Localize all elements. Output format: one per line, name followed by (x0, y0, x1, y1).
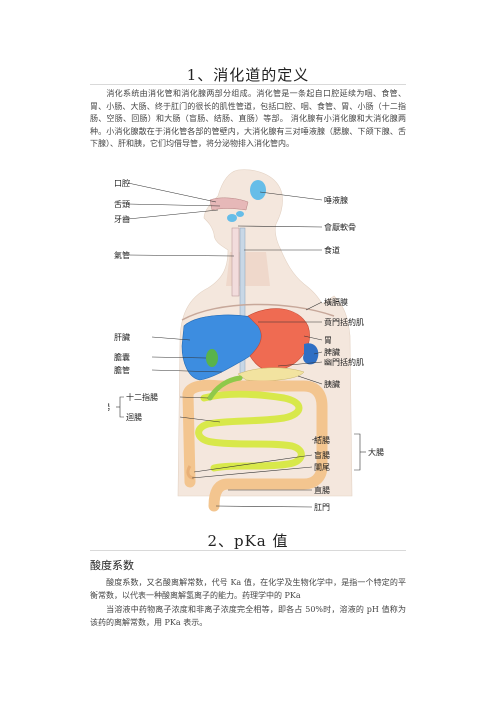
section2-subheading: 酸度系数 (90, 559, 134, 572)
label-duodenum: 十二指腸 (126, 392, 158, 402)
label-teeth: 牙齒 (114, 214, 130, 224)
label-appendix: 闌尾 (314, 463, 330, 472)
label-spleen: 脾臟 (324, 347, 340, 357)
section2-paragraph2-text: 当溶液中药物离子浓度和非离子浓度完全相等，即各占 50%时，溶液的 pH 值称为… (90, 605, 406, 627)
salivary-gland-submandibular (236, 211, 244, 217)
small-intestine (195, 390, 305, 472)
label-cardiac-sphincter: 賁門括約肌 (324, 317, 364, 327)
section2-divider (90, 550, 406, 551)
label-stomach: 胃 (324, 336, 332, 345)
label-gallbladder: 膽囊 (114, 352, 130, 362)
label-liver: 肝臟 (114, 332, 130, 342)
label-small-intestine: 小腸 (108, 403, 110, 412)
section1-paragraph: 消化系统由消化管和消化腺两部分组成。消化管是一条起自口腔延续为咽、食管、胃、小肠… (90, 88, 406, 151)
label-trachea: 氣管 (114, 250, 130, 260)
label-mouth: 口腔 (114, 178, 130, 188)
label-esophagus: 食道 (324, 245, 340, 255)
gallbladder (206, 349, 218, 367)
label-diaphragm: 橫膈膜 (324, 297, 348, 307)
salivary-gland-sublingual (227, 214, 237, 222)
label-anus: 肛門 (314, 503, 330, 512)
label-rectum: 直腸 (314, 485, 330, 495)
oral-cavity (209, 197, 249, 211)
label-salivary-gland: 唾液腺 (324, 195, 348, 205)
diaphragm (181, 303, 335, 321)
section2-paragraph2: 当溶液中药物离子浓度和非离子浓度完全相等，即各占 50%时，溶液的 pH 值称为… (90, 604, 406, 629)
duodenum (207, 375, 243, 401)
liver (181, 314, 271, 381)
section1-paragraph-text: 消化系统由消化管和消化腺两部分组成。消化管是一条起自口腔延续为咽、食管、胃、小肠… (90, 89, 406, 148)
section2-paragraph1-text: 酸度系数，又名酸离解常数，代号 Ka 值，在化学及生物化学中，是指一个特定的平衡… (90, 578, 406, 600)
section2-title: 2、pKa 值 (207, 532, 289, 550)
section1-divider (90, 84, 406, 85)
label-large-intestine: 大腸 (368, 447, 384, 457)
section1-title: 1、消化道的定义 (186, 66, 310, 84)
label-colon: 結腸 (314, 435, 330, 445)
label-pyloric-sphincter: 幽門括約肌 (324, 357, 364, 367)
label-pancreas: 胰臟 (324, 379, 340, 389)
label-bile-duct: 膽管 (114, 365, 130, 375)
spleen (303, 343, 319, 365)
label-ileum: 迴腸 (126, 413, 142, 422)
section2-paragraph1: 酸度系数，又名酸离解常数，代号 Ka 值，在化学及生物化学中，是指一个特定的平衡… (90, 577, 406, 602)
trachea (231, 227, 240, 297)
colon (182, 379, 328, 512)
label-epiglottis: 會厭軟骨 (324, 222, 356, 232)
salivary-gland-parotid (250, 180, 266, 200)
label-tongue: 舌頭 (114, 199, 130, 209)
label-cecum: 盲腸 (314, 450, 330, 460)
digestive-system-diagram: 口腔 舌頭 牙齒 氣管 肝臟 膽囊 膽管 小腸 十二指腸 迴腸 唾液腺 會厭軟骨… (108, 169, 384, 512)
